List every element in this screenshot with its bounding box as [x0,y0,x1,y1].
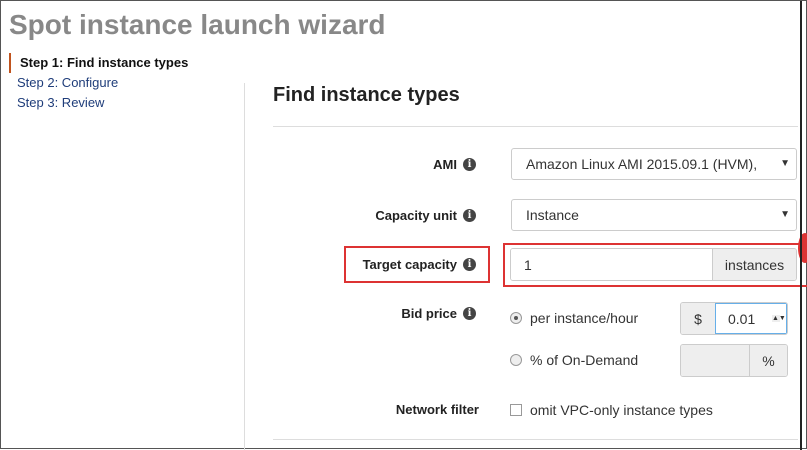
page-title: Spot instance launch wizard [9,9,386,40]
radio-percent-on-demand[interactable]: % of On-Demand [510,352,638,368]
ami-value: Amazon Linux AMI 2015.09.1 (HVM), [526,156,758,172]
bid-price-value: 0.01 [728,310,756,327]
radio-label: % of On-Demand [530,352,639,368]
section-title: Find instance types [273,84,460,106]
target-capacity-group: 1 instances [510,248,797,281]
step-configure[interactable]: Step 2: Configure [17,75,119,90]
bid-price-label: Bid price i [401,306,476,321]
wizard-steps: Step 1: Find instance types Step 2: Conf… [9,53,188,113]
capacity-unit-label: Capacity unit i [375,208,476,223]
chevron-down-icon: ▼ [780,209,790,220]
dollar-addon: $ [681,303,715,334]
ami-label-text: AMI [433,157,457,172]
target-capacity-label-text: Target capacity [362,257,457,272]
instances-addon: instances [712,249,796,280]
step-find-instance-types[interactable]: Step 1: Find instance types [9,53,188,73]
info-icon[interactable]: i [463,307,476,320]
step-review[interactable]: Step 3: Review [17,95,105,110]
capacity-unit-value: Instance [526,207,579,223]
bid-price-group: $ 0.01 ▲▼ [680,302,788,335]
target-capacity-input[interactable]: 1 [511,249,712,280]
window-border [800,1,802,450]
network-filter-label: Network filter [395,402,479,417]
info-icon[interactable]: i [463,158,476,171]
divider [273,126,798,127]
sidebar-divider [244,83,245,450]
highlight-box [503,243,807,287]
radio-button[interactable] [510,354,522,366]
percent-input[interactable] [681,345,749,376]
callout-marker [798,233,807,263]
ami-select[interactable]: Amazon Linux AMI 2015.09.1 (HVM), ▼ [511,148,797,180]
info-icon[interactable]: i [463,209,476,222]
ami-label: AMI i [433,157,476,172]
checkbox[interactable] [510,404,522,416]
target-capacity-label: Target capacity i [363,257,476,272]
percent-addon: % [749,345,787,376]
capacity-unit-select[interactable]: Instance ▼ [511,199,797,231]
radio-per-instance-hour[interactable]: per instance/hour [510,310,638,326]
spinner-icon[interactable]: ▲▼ [772,315,786,322]
radio-button[interactable] [510,312,522,324]
bid-price-input[interactable]: 0.01 ▲▼ [715,303,787,334]
capacity-unit-label-text: Capacity unit [375,208,457,223]
divider [273,439,798,440]
bid-price-label-text: Bid price [401,306,457,321]
radio-label: per instance/hour [530,310,639,326]
percent-group: % [680,344,788,377]
chevron-down-icon: ▼ [780,158,790,169]
info-icon[interactable]: i [463,258,476,271]
checkbox-label: omit VPC-only instance types [530,402,713,418]
omit-vpc-checkbox[interactable]: omit VPC-only instance types [510,402,713,418]
highlight-box [344,246,490,283]
